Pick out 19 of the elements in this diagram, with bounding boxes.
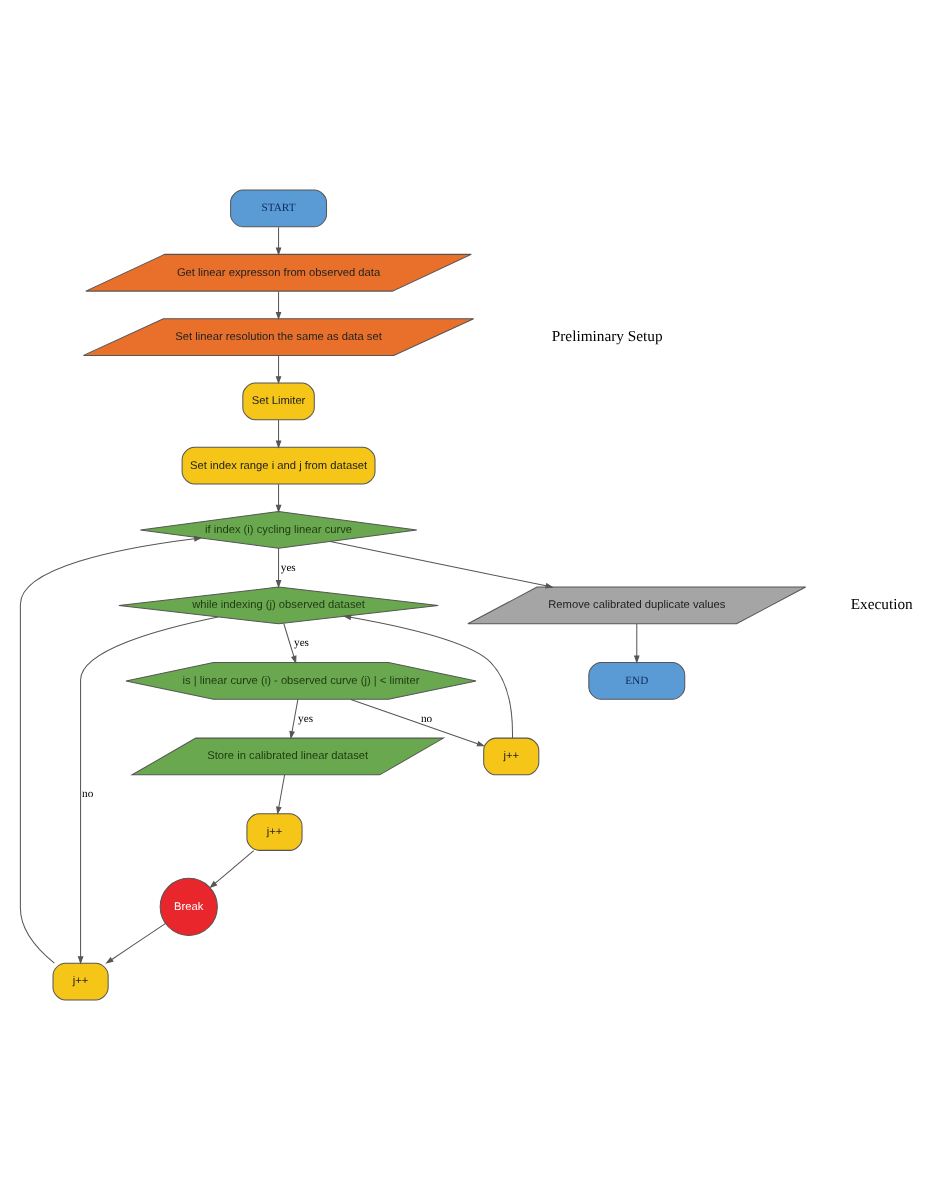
- arrow: [275, 355, 282, 385]
- arrow: [275, 547, 282, 589]
- arrow: [633, 623, 640, 664]
- arrow: [350, 698, 486, 747]
- arrow: [77, 616, 219, 965]
- arrow: [276, 774, 286, 815]
- arrow: [275, 226, 282, 256]
- arrow: [283, 623, 297, 664]
- arrow: [209, 850, 255, 889]
- arrow: [289, 698, 299, 740]
- label: Execution: [850, 595, 913, 614]
- arrow: [275, 419, 282, 449]
- arrow: [342, 614, 513, 739]
- label: Preliminary Setup: [551, 326, 663, 345]
- arrow: [105, 923, 166, 964]
- arrow: [275, 483, 282, 513]
- arrow: [19, 535, 203, 964]
- arrow: [329, 541, 554, 589]
- arrow: [275, 290, 282, 321]
